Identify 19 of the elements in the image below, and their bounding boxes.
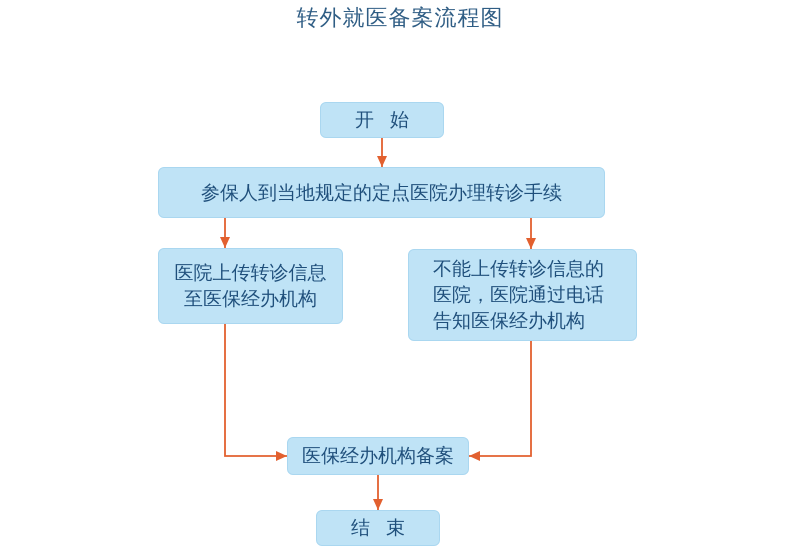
- step-text: 不能上传转诊信息的医院，医院通过电话告知医保经办机构: [433, 257, 606, 334]
- process-box: [158, 167, 605, 218]
- step-text: 结 束: [350, 516, 406, 541]
- step-text: 医保经办机构备案: [302, 444, 454, 469]
- arrow: [220, 218, 230, 248]
- step-text: 参保人到当地规定的定点医院办理转诊手续: [201, 180, 562, 206]
- arrow: [377, 138, 387, 167]
- step-text: 开 始: [354, 108, 410, 133]
- process-box: [158, 248, 343, 324]
- process-box: [320, 102, 444, 138]
- process-box: [316, 510, 440, 546]
- arrow: [373, 475, 383, 510]
- process-box: [287, 437, 469, 475]
- process-box: [408, 249, 637, 341]
- diagram-title: 转外就医备案流程图: [296, 6, 504, 31]
- arrow: [469, 341, 532, 461]
- arrow: [224, 324, 287, 461]
- arrow: [526, 218, 536, 249]
- step-text: 医院上传转诊信息至医保经办机构: [174, 261, 328, 312]
